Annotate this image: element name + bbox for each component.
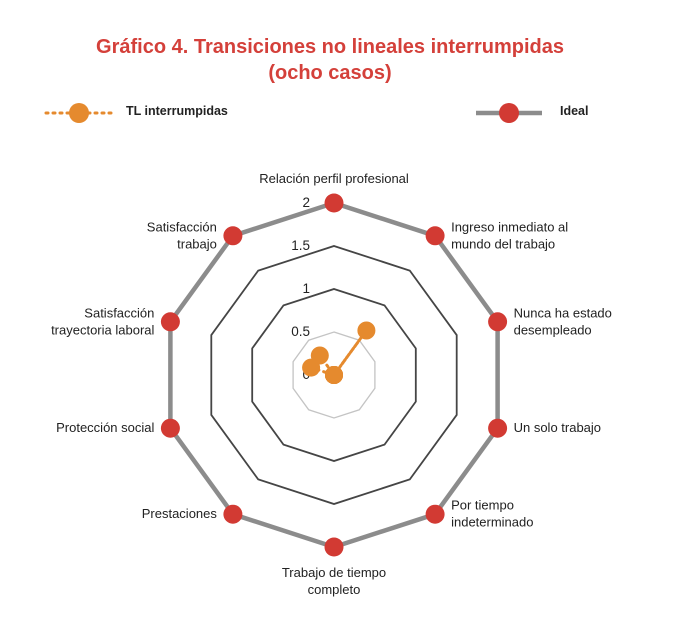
axis-label-line: Relación perfil profesional xyxy=(259,171,409,186)
axis-label-line: trabajo xyxy=(177,236,217,251)
axis-label-line: Ingreso inmediato al xyxy=(451,219,568,234)
axis-label-un-solo-trabajo: Un solo trabajo xyxy=(514,420,601,435)
point-ideal-4 xyxy=(425,504,445,524)
point-tl-interrumpidas-7 xyxy=(325,366,343,384)
point-ideal-3 xyxy=(488,418,508,438)
series-ideal xyxy=(160,193,508,557)
axis-label-line: Protección social xyxy=(56,420,154,435)
axis-label-line: Prestaciones xyxy=(142,506,218,521)
chart-title-line-2: (ocho casos) xyxy=(268,62,392,84)
point-ideal-7 xyxy=(160,418,180,438)
axis-label-por-tiempo-indeterminado: Por tiempo indeterminado xyxy=(451,498,533,530)
legend-label-tl-interrumpidas: TL interrumpidas xyxy=(126,104,228,118)
legend-label-ideal: Ideal xyxy=(560,104,589,118)
point-ideal-6 xyxy=(223,504,243,524)
axis-label-line: Un solo trabajo xyxy=(514,420,601,435)
radar-series xyxy=(160,193,508,557)
point-tl-interrumpidas-1 xyxy=(357,321,376,340)
tick-label-1: 1 xyxy=(302,281,310,296)
point-ideal-2 xyxy=(488,312,508,332)
radar-tick-labels: 00.511.52 xyxy=(291,195,310,382)
point-ideal-0 xyxy=(324,193,344,213)
grid-ring-0-5 xyxy=(292,331,376,419)
point-tl-interrumpidas-9 xyxy=(310,346,329,365)
point-ideal-9 xyxy=(223,226,243,246)
axis-label-line: Nunca ha estado xyxy=(514,305,612,320)
point-ideal-1 xyxy=(425,226,445,246)
legend-marker-ideal xyxy=(499,103,519,123)
tick-label-2: 2 xyxy=(302,195,310,210)
axis-label-prestaciones: Prestaciones xyxy=(142,506,218,521)
axis-label-trabajo-de-tiempo-completo: Trabajo de tiempo completo xyxy=(282,565,386,597)
axis-label-relacion-perfil-profesional: Relación perfil profesional xyxy=(259,171,409,186)
series-tl-interrumpidas xyxy=(302,321,376,384)
tick-label-1-5: 1.5 xyxy=(291,238,310,253)
axis-label-satisfaccion-trayectoria-laboral: Satisfacción trayectoria laboral xyxy=(51,305,154,337)
chart-title-line-1: Gráfico 4. Transiciones no lineales inte… xyxy=(96,36,564,58)
tick-label-0-5: 0.5 xyxy=(291,324,310,339)
grid-ring-1 xyxy=(251,288,417,462)
chart-title: Gráfico 4. Transiciones no lineales inte… xyxy=(0,34,660,86)
axis-label-line: Por tiempo xyxy=(451,498,514,513)
axis-label-proteccion-social: Protección social xyxy=(56,420,154,435)
axis-label-line: Satisfacción xyxy=(147,219,217,234)
legend xyxy=(44,103,542,123)
axis-label-line: indeterminado xyxy=(451,515,533,530)
axis-label-line: mundo del trabajo xyxy=(451,236,555,251)
axis-label-nunca-ha-estado-desempleado: Nunca ha estado desempleado xyxy=(514,305,612,337)
point-ideal-5 xyxy=(324,537,344,557)
axis-label-line: desempleado xyxy=(514,322,592,337)
axis-label-line: completo xyxy=(308,582,361,597)
axis-label-ingreso-inmediato-al-mundo-del-trabajo: Ingreso inmediato al mundo del trabajo xyxy=(451,219,568,251)
axis-label-line: Trabajo de tiempo xyxy=(282,565,386,580)
legend-marker-tl-interrumpidas xyxy=(69,103,89,123)
axis-label-satisfaccion-trabajo: Satisfacción trabajo xyxy=(147,219,217,251)
axis-label-line: Satisfacción xyxy=(84,305,154,320)
point-ideal-8 xyxy=(160,312,180,332)
axis-label-line: trayectoria laboral xyxy=(51,322,154,337)
grid-ring-1-5 xyxy=(210,245,458,505)
